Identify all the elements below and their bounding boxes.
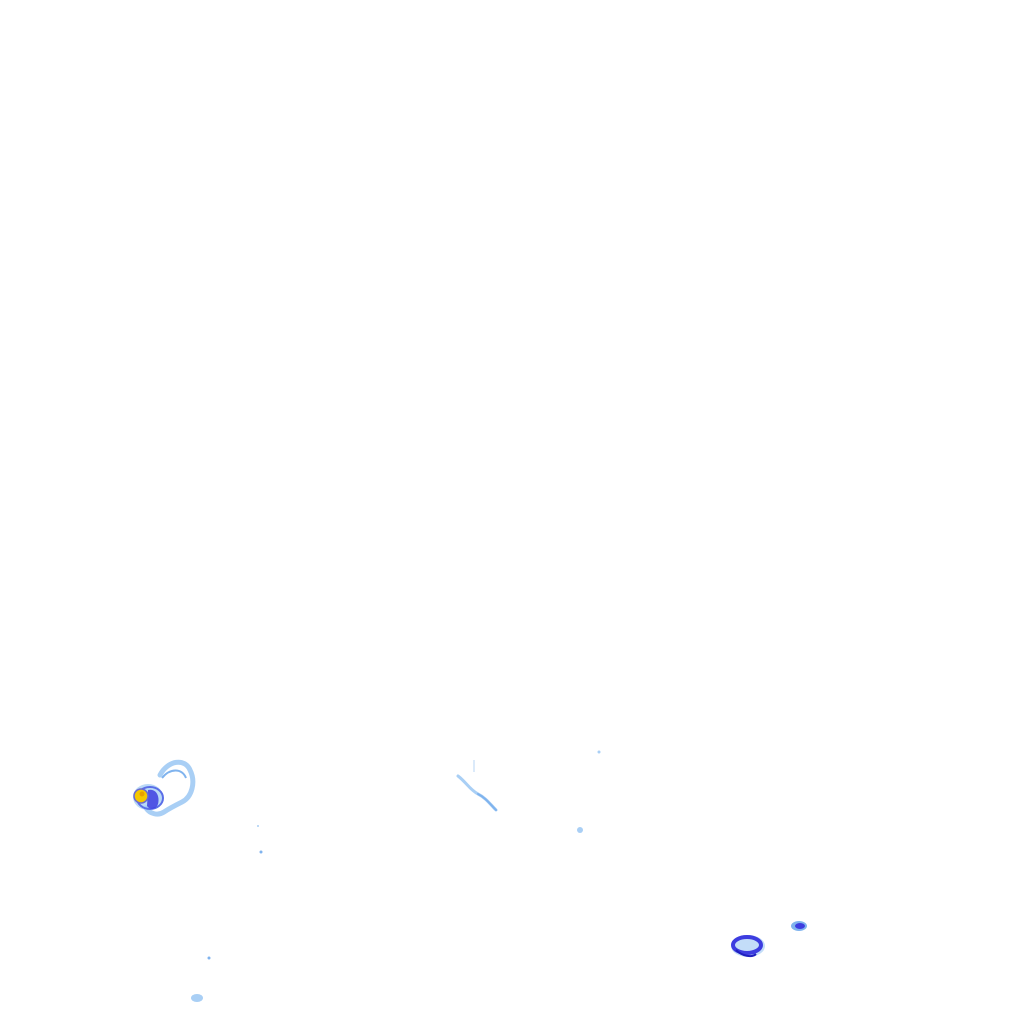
echo-west-arc-inner: [161, 769, 187, 779]
echo-speck-north: [597, 750, 601, 754]
echo-west-core-spot: [139, 791, 145, 797]
echo-specks: [191, 825, 583, 1002]
echo-southeast-main-tail: [735, 949, 757, 958]
echo-west-core-edge: [133, 788, 149, 804]
echo-cell-west-large: [133, 759, 196, 817]
echo-speck-mid-west-b: [259, 850, 263, 854]
echo-southeast-main-ring: [731, 935, 763, 955]
echo-central-streak-core: [477, 793, 497, 811]
echo-west-arc: [143, 759, 196, 817]
echo-cell-southeast: [731, 921, 807, 958]
echo-west-moderate: [147, 789, 159, 809]
echo-speck-southwest: [191, 994, 203, 1002]
echo-speck-central-east: [577, 827, 583, 833]
echo-band-central: [456, 750, 601, 812]
echo-southeast-small-core: [795, 923, 805, 929]
echo-speck-south-west-2: [207, 956, 211, 960]
echo-speck-mid-west-a: [257, 825, 259, 827]
